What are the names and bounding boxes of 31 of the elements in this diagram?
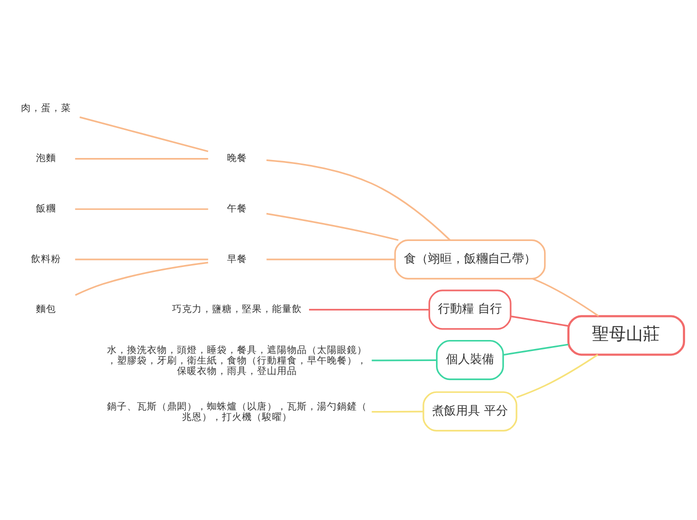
connector <box>503 343 568 356</box>
node-text: 鍋子、瓦斯（鼎閎），蜘蛛爐（以唐），瓦斯，湯勺鍋鏟（兆恩），打火機（駿曜） <box>107 400 368 423</box>
node-text: 水，換洗衣物，頭燈，睡袋，餐具，遮陽物品（太陽眼鏡），塑膠袋，牙刷，衛生紙，食物（行動糧食，早午晚餐），保暖衣物，雨具，登山用品 <box>107 344 368 377</box>
node-text: 巧克力，鹽糖，堅果，能量飲 <box>172 304 302 315</box>
connector <box>74 261 208 296</box>
node-text: 晚餐 <box>227 152 248 164</box>
node-text: 飲料粉 <box>31 253 62 264</box>
node-box: 煮飯用具 平分 <box>422 390 518 431</box>
connector <box>510 315 568 326</box>
connector <box>266 158 450 240</box>
connector <box>80 116 208 152</box>
node-text: 早餐 <box>227 253 248 264</box>
connector <box>75 258 208 260</box>
connector <box>372 410 423 412</box>
node-text: 麵包 <box>36 304 56 315</box>
connector <box>372 358 436 361</box>
connector <box>266 212 398 240</box>
node-box: 個人裝備 <box>436 339 504 380</box>
node-box: 行動糧 自行 <box>428 289 512 330</box>
node-text: 泡麵 <box>36 152 56 164</box>
node-text: 午餐 <box>227 202 248 214</box>
node-text: 肉，蛋，菜 <box>21 102 72 114</box>
connector <box>309 308 430 310</box>
connector <box>75 158 208 160</box>
node-box: 食（翊晅，飯糰自己帶） <box>394 238 546 279</box>
node-box: 聖母山莊 <box>567 314 686 356</box>
connector <box>75 208 208 210</box>
connector <box>266 258 395 260</box>
connector <box>516 354 598 398</box>
node-text: 飯糰 <box>36 202 56 214</box>
connector <box>532 277 600 316</box>
